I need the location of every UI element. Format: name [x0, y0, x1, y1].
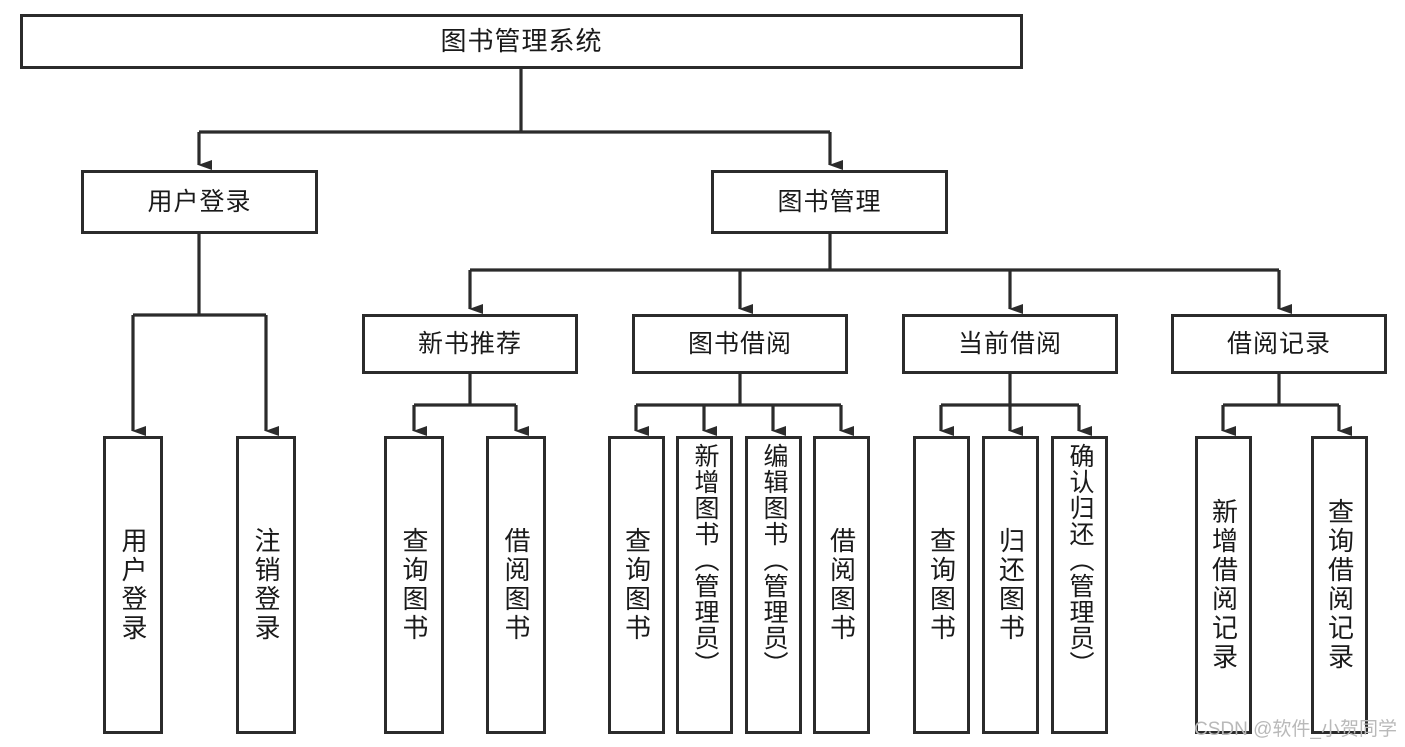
node-book-borrow[interactable]: 图书借阅	[632, 314, 848, 374]
node-book-management[interactable]: 图书管理	[711, 170, 948, 234]
node-current-borrow[interactable]: 当前借阅	[902, 314, 1118, 374]
node-label: 确认归还（管理员）	[1066, 443, 1094, 677]
leaf-bb-borrow-book[interactable]: 借阅图书	[813, 436, 870, 734]
leaf-bb-add-book-admin[interactable]: 新增图书（管理员）	[676, 436, 733, 734]
node-label: 图书管理	[777, 187, 882, 216]
node-label: 归还图书	[995, 527, 1026, 643]
node-label: 借阅图书	[501, 527, 531, 643]
node-label: 注销登录	[251, 527, 281, 643]
leaf-bb-edit-book-admin[interactable]: 编辑图书（管理员）	[745, 436, 802, 734]
leaf-cb-query-book[interactable]: 查询图书	[913, 436, 970, 734]
node-root-system[interactable]: 图书管理系统	[20, 14, 1023, 69]
node-label: 新书推荐	[417, 329, 522, 358]
leaf-br-query-record[interactable]: 查询借阅记录	[1311, 436, 1368, 734]
leaf-br-add-record[interactable]: 新增借阅记录	[1195, 436, 1252, 734]
node-label: 用户登录	[118, 527, 148, 643]
node-label: 编辑图书（管理员）	[760, 443, 788, 677]
leaf-nb-query-book[interactable]: 查询图书	[384, 436, 444, 734]
node-label: 用户登录	[147, 187, 252, 216]
leaf-nb-borrow-book[interactable]: 借阅图书	[486, 436, 546, 734]
node-user-login[interactable]: 用户登录	[81, 170, 318, 234]
leaf-bb-query-book[interactable]: 查询图书	[608, 436, 665, 734]
node-label: 查询图书	[399, 527, 429, 643]
node-label: 新增借阅记录	[1208, 498, 1239, 672]
node-borrow-record[interactable]: 借阅记录	[1171, 314, 1387, 374]
node-new-book-recommend[interactable]: 新书推荐	[362, 314, 578, 374]
leaf-user-login[interactable]: 用户登录	[103, 436, 163, 734]
node-label: 查询图书	[621, 527, 652, 643]
leaf-cb-return-book[interactable]: 归还图书	[982, 436, 1039, 734]
node-label: 新增图书（管理员）	[691, 443, 719, 677]
leaf-logout[interactable]: 注销登录	[236, 436, 296, 734]
node-label: 借阅图书	[826, 527, 857, 643]
leaf-cb-confirm-return-admin[interactable]: 确认归还（管理员）	[1051, 436, 1108, 734]
node-label: 查询图书	[926, 527, 957, 643]
node-label: 图书借阅	[687, 329, 792, 358]
node-label: 借阅记录	[1226, 329, 1331, 358]
node-label: 图书管理系统	[440, 25, 603, 56]
node-label: 当前借阅	[957, 329, 1062, 358]
node-label: 查询借阅记录	[1324, 498, 1355, 672]
